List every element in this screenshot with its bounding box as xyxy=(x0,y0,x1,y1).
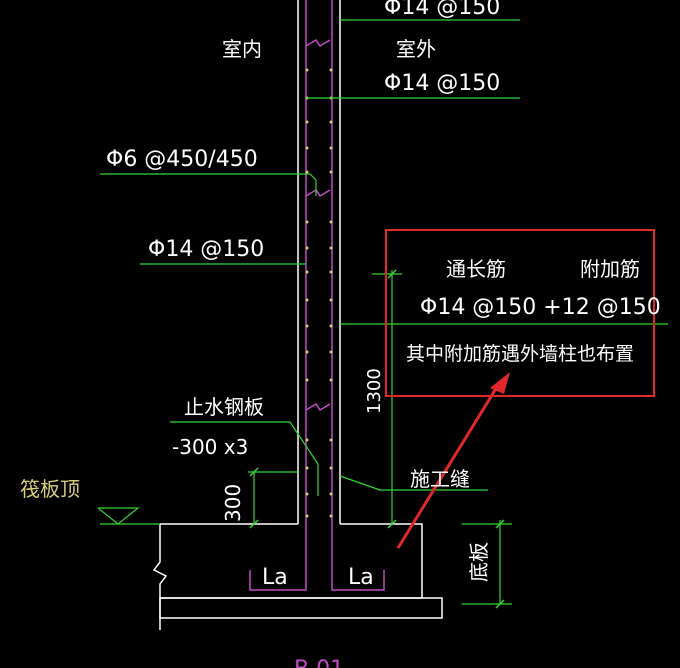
tie-mark xyxy=(305,402,331,412)
leader-lines xyxy=(97,19,668,605)
callout-through-bar: 通长筋 xyxy=(446,257,506,281)
la-left-label: La xyxy=(262,565,288,590)
callout-box xyxy=(385,229,655,397)
inner-rebar-label: Φ14 @150 xyxy=(148,237,264,262)
callout-arrowhead xyxy=(490,372,510,394)
la-anchor-right xyxy=(331,525,385,591)
tie-mark xyxy=(305,38,331,48)
indoor-label: 室内 xyxy=(222,37,262,61)
break-line xyxy=(152,524,168,598)
callout-spec: Φ14 @150 +12 @150 xyxy=(420,295,661,320)
outdoor-label: 室外 xyxy=(396,37,436,61)
tie-mark xyxy=(305,188,331,198)
top-cut-label: Φ14 @150 xyxy=(384,0,500,20)
raft-top-label: 筏板顶 xyxy=(20,477,80,501)
horizontal-bar-dots xyxy=(305,68,333,518)
callout-additional-bar: 附加筋 xyxy=(580,257,640,281)
waterstop-label: 止水钢板 xyxy=(184,395,264,419)
construction-joint-label: 施工缝 xyxy=(410,467,470,491)
callout-note: 其中附加筋遇外墙柱也布置 xyxy=(406,343,634,365)
dimension-300: 300 xyxy=(221,484,245,522)
bottom-cut-label: B 01 xyxy=(294,657,344,668)
dimension-1300: 1300 xyxy=(364,368,385,414)
tie-rebar-label: Φ6 @450/450 xyxy=(106,147,258,172)
slab-thickness-label: 底板 xyxy=(467,542,491,582)
raft-outline-right xyxy=(160,523,423,599)
la-right-label: La xyxy=(348,565,374,590)
waterstop-size-label: -300 x3 xyxy=(172,435,248,459)
outer-rebar-label: Φ14 @150 xyxy=(384,71,500,96)
bedding-layer xyxy=(159,597,443,619)
la-anchor-left xyxy=(249,525,307,591)
dimension-ticks xyxy=(249,269,505,609)
callout-arrow xyxy=(396,381,502,549)
